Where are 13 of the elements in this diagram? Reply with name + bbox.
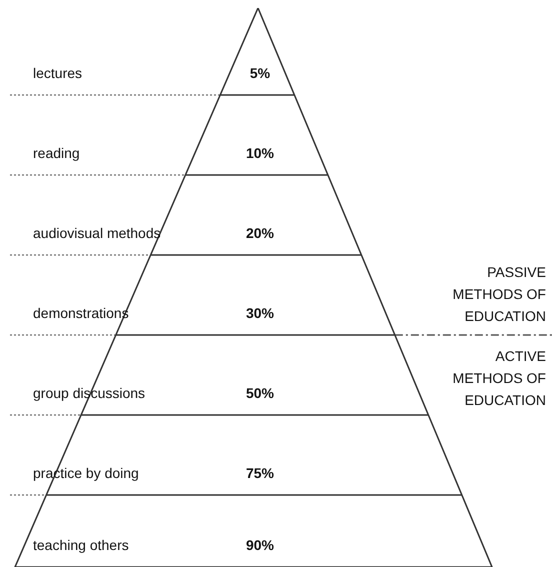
retention-percentage: 50% [244, 385, 276, 401]
retention-percentage: 10% [244, 145, 276, 161]
category-note: PASSIVE METHODS OF EDUCATION [452, 263, 546, 326]
method-label: lectures [33, 65, 82, 81]
method-label: reading [33, 145, 80, 161]
retention-percentage: 75% [244, 465, 276, 481]
retention-percentage: 90% [244, 537, 276, 553]
method-label: audiovisual methods [33, 225, 161, 241]
retention-percentage: 5% [248, 65, 272, 81]
method-label: teaching others [33, 537, 129, 553]
category-note: ACTIVE METHODS OF EDUCATION [452, 347, 546, 410]
retention-percentage: 20% [244, 225, 276, 241]
retention-percentage: 30% [244, 305, 276, 321]
